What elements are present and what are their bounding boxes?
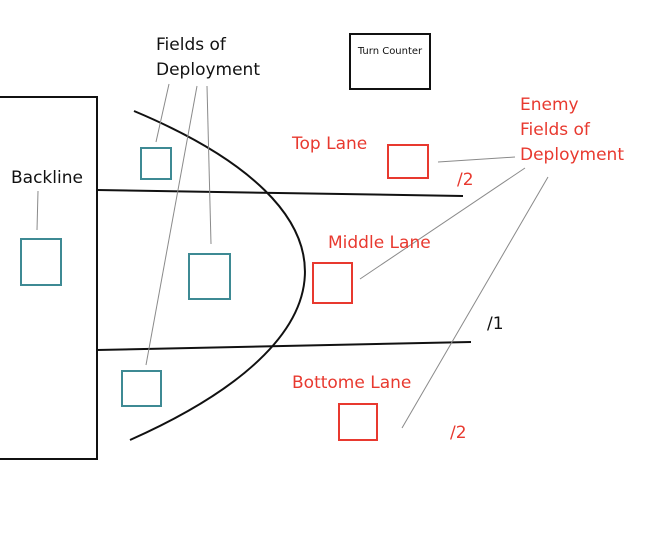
fields-of-deployment-label-line2: Deployment bbox=[156, 60, 260, 80]
enemy-fields-label-line2: Fields of bbox=[520, 120, 590, 140]
backline-frame bbox=[0, 96, 98, 460]
backline-square bbox=[20, 238, 62, 286]
upper-lane-divider bbox=[96, 189, 464, 197]
middle-lane-count: /1 bbox=[487, 314, 504, 334]
pointer-line-enemy-bottom bbox=[401, 176, 549, 429]
pointer-line-backline bbox=[36, 190, 39, 231]
pointer-line-enemy-middle bbox=[359, 167, 526, 280]
pointer-line-bottom-field bbox=[145, 85, 198, 366]
field-square-bottom bbox=[121, 370, 162, 407]
enemy-square-bottom bbox=[338, 403, 378, 441]
top-lane-label: Top Lane bbox=[292, 134, 368, 154]
top-lane-count: /2 bbox=[457, 170, 474, 190]
backline-label: Backline bbox=[11, 168, 83, 188]
enemy-square-middle bbox=[312, 262, 353, 304]
field-square-middle bbox=[188, 253, 231, 300]
pointer-line-enemy-top bbox=[437, 156, 516, 163]
pointer-line-top-field bbox=[155, 83, 170, 143]
turn-counter-label: Turn Counter bbox=[357, 46, 423, 57]
turn-counter-box: Turn Counter bbox=[349, 33, 431, 90]
bottom-lane-label: Bottome Lane bbox=[292, 373, 412, 393]
middle-lane-label: Middle Lane bbox=[328, 233, 431, 253]
enemy-square-top bbox=[387, 144, 429, 179]
enemy-fields-label-line1: Enemy bbox=[520, 95, 579, 115]
enemy-fields-label-line3: Deployment bbox=[520, 145, 624, 165]
lower-lane-divider bbox=[96, 341, 472, 351]
bottom-lane-count: /2 bbox=[450, 423, 467, 443]
fields-of-deployment-label-line1: Fields of bbox=[156, 35, 226, 55]
pointer-line-middle-field bbox=[206, 85, 212, 245]
deployment-curve bbox=[129, 110, 306, 441]
field-square-top bbox=[140, 147, 172, 180]
